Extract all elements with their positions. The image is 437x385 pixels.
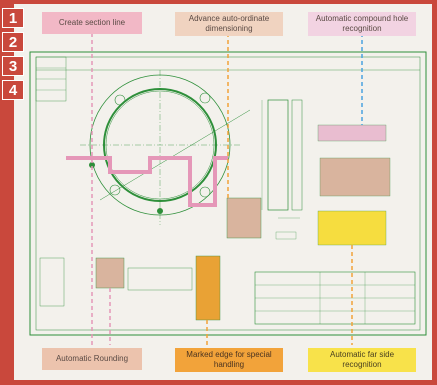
rounding-box-left (95, 257, 125, 289)
step-marker-1: 1 (2, 8, 24, 28)
step-marker-2: 2 (2, 32, 24, 52)
rounding-box-right (226, 197, 262, 239)
hole-table-header (317, 124, 387, 142)
step-marker-4: 4 (2, 80, 24, 100)
callout-far-side: Automatic far side recognition (308, 348, 416, 372)
bottom-profile (127, 267, 193, 291)
bolt-hole (199, 92, 211, 104)
side-view (267, 99, 289, 211)
callout-marked-edge: Marked edge for special handling (175, 348, 283, 372)
callout-create-section-line: Create section line (42, 12, 142, 34)
note-table (39, 257, 65, 307)
far-side-table (317, 210, 387, 246)
hole-table (319, 157, 391, 197)
section-line (66, 156, 228, 207)
hole-marker (89, 162, 95, 168)
bolt-hole (109, 184, 121, 196)
marked-edge-box (195, 255, 221, 321)
callout-compound-hole: Automatic compound hole recognition (308, 12, 416, 36)
bolt-hole (114, 94, 126, 106)
step-marker-3: 3 (2, 56, 24, 76)
callout-auto-rounding: Automatic Rounding (42, 348, 142, 370)
callout-auto-ordinate: Advance auto-ordinate dimensioning (175, 12, 283, 36)
drawing-border (29, 51, 427, 336)
bolt-hole (199, 186, 211, 198)
